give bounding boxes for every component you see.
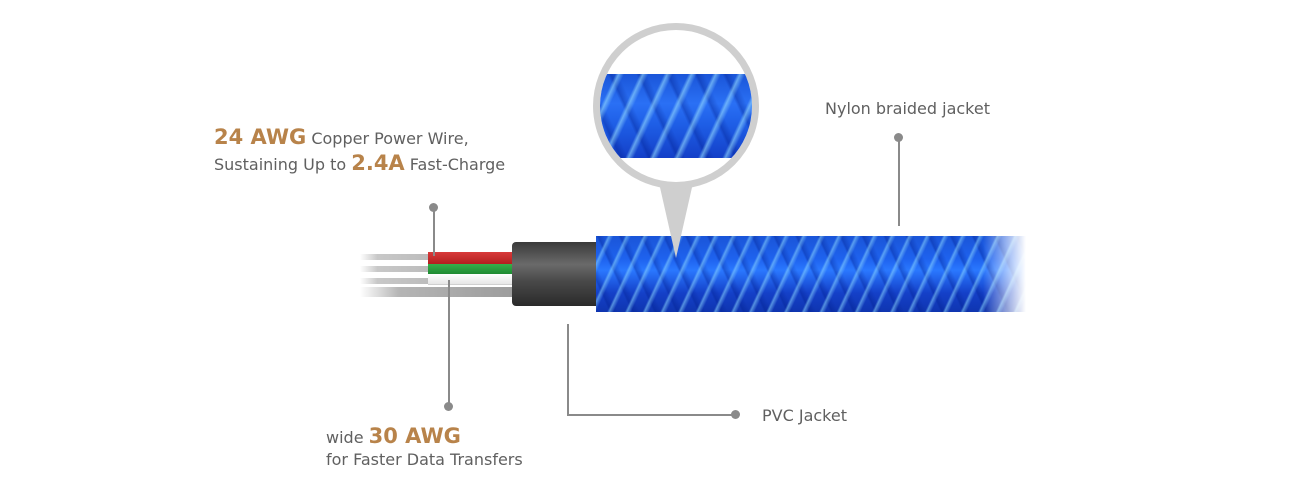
data-wire-leader-line	[448, 280, 450, 405]
bare-strand	[360, 266, 430, 272]
power-wire-line1: 24 AWG Copper Power Wire,	[214, 126, 505, 150]
white-data-wire	[428, 274, 518, 285]
magnifier-bubble	[593, 23, 759, 189]
pvc-jacket-label: PVC Jacket	[762, 406, 847, 425]
power-wire-label: 24 AWG Copper Power Wire, Sustaining Up …	[214, 126, 505, 176]
magnified-braid-texture	[600, 74, 752, 158]
data-wire-line1: wide 30 AWG	[326, 425, 523, 449]
braided-jacket-label: Nylon braided jacket	[825, 99, 990, 118]
data-wire-gauge: 30 AWG	[368, 424, 461, 448]
data-wire-line2: for Faster Data Transfers	[326, 450, 523, 469]
power-wire-desc: Copper Power Wire,	[311, 129, 469, 148]
pvc-leader-horizontal	[567, 414, 734, 416]
power-wire-line2: Sustaining Up to 2.4A Fast-Charge	[214, 152, 505, 176]
magnifier-pointer	[659, 183, 693, 258]
data-wire-leader-dot	[444, 402, 453, 411]
power-wire-gauge: 24 AWG	[214, 125, 307, 149]
power-wire-current: 2.4A	[351, 151, 405, 175]
power-wire-leader-dot	[429, 203, 438, 212]
red-power-wire	[428, 252, 518, 264]
pvc-leader-vertical	[567, 324, 569, 415]
braid-leader-line	[898, 138, 900, 226]
pvc-leader-dot	[731, 410, 740, 419]
power-wire-fastcharge: Fast-Charge	[409, 155, 506, 174]
drain-wire	[360, 287, 515, 297]
data-wire-wide: wide	[326, 428, 364, 447]
bare-strand	[360, 278, 430, 284]
bare-strand	[360, 254, 430, 260]
power-wire-sustain: Sustaining Up to	[214, 155, 347, 174]
braid-leader-dot	[894, 133, 903, 142]
data-wire-label: wide 30 AWG for Faster Data Transfers	[326, 425, 523, 471]
pvc-jacket-segment	[512, 242, 598, 306]
green-data-wire	[428, 264, 518, 274]
power-wire-leader-line	[433, 208, 435, 256]
